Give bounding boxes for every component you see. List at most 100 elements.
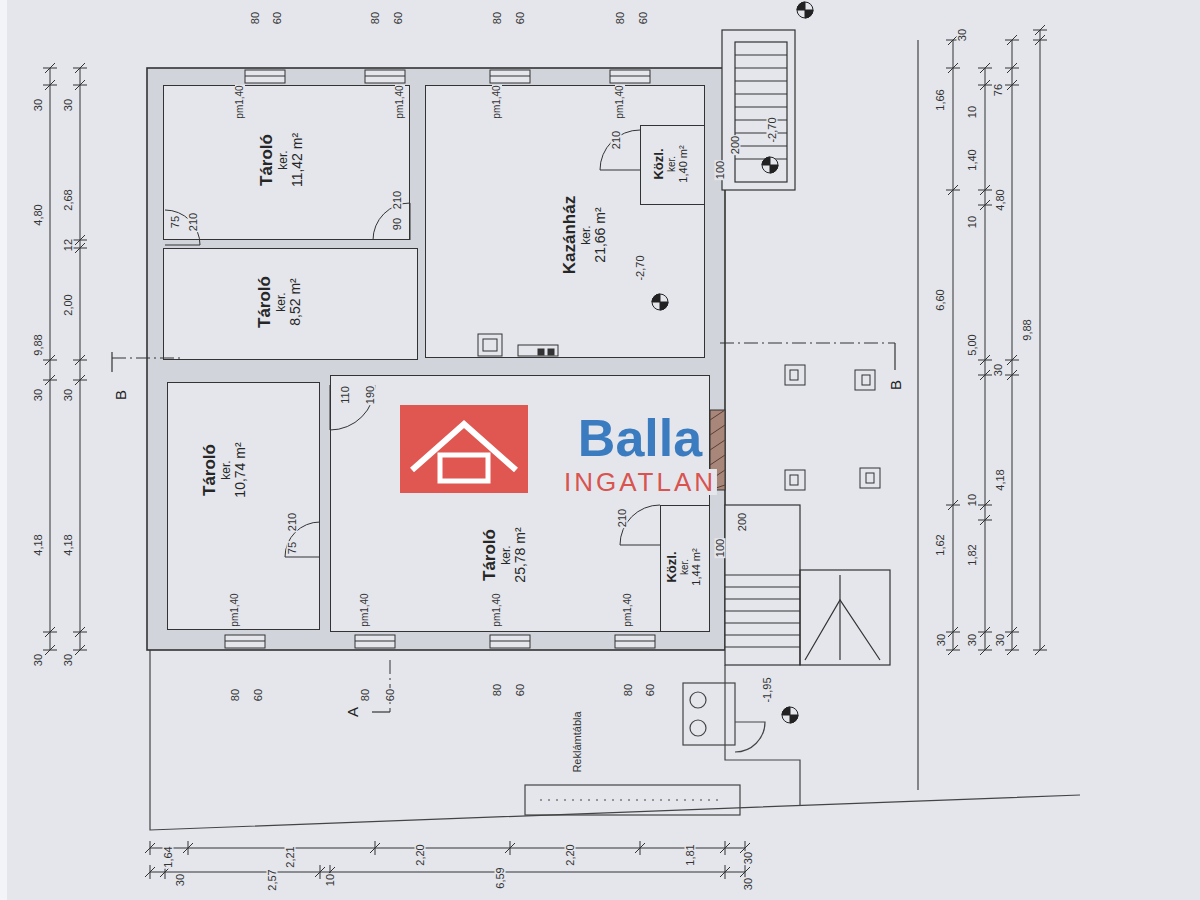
room-area: 25,78 m² xyxy=(513,527,528,582)
windows xyxy=(615,635,655,648)
level-marks xyxy=(762,157,778,173)
section-lines xyxy=(720,343,895,344)
walls xyxy=(710,455,725,465)
level-marks xyxy=(797,2,813,18)
stairs xyxy=(725,505,800,665)
dimension-label: 90 xyxy=(392,217,403,231)
dimension-lines xyxy=(1005,632,1019,633)
level-label: -2,70 xyxy=(635,254,646,281)
dimension-lines xyxy=(320,865,321,879)
exterior-lines xyxy=(150,40,1080,830)
fixtures xyxy=(548,349,554,355)
dimension-lines xyxy=(978,520,992,521)
dimension-lines xyxy=(188,841,189,855)
window-label: pm1,40 xyxy=(615,84,625,119)
exterior-lines xyxy=(917,40,918,790)
level-marks xyxy=(762,157,778,173)
stair-steps xyxy=(725,575,800,576)
room-box: Közl.ker.1,44 m² xyxy=(660,505,710,632)
dimension-label: 10 xyxy=(325,873,336,887)
window-label: pm1,40 xyxy=(395,84,405,119)
dimension-lines xyxy=(978,650,992,651)
dimension-lines xyxy=(375,841,376,855)
stairs xyxy=(839,575,840,660)
windows xyxy=(225,70,655,648)
section-mark: A xyxy=(345,706,360,718)
dimension-label: 1,62 xyxy=(935,533,946,556)
dimension-label: 210 xyxy=(617,508,628,528)
level-label: -1,95 xyxy=(762,676,773,703)
dimension-lines xyxy=(725,841,726,855)
dimension-label: 76 xyxy=(993,83,1004,97)
stair-steps xyxy=(725,635,800,636)
fixtures xyxy=(790,475,798,485)
room-box: Tárolóker.10,74 m² xyxy=(167,382,320,630)
walls xyxy=(330,375,710,632)
room-area: 11,42 m² xyxy=(290,132,305,186)
room-label: Tárolóker.25,78 m² xyxy=(481,527,528,582)
stair-steps xyxy=(735,146,787,147)
dimension-label: 100 xyxy=(715,160,726,180)
window-label: pm1,40 xyxy=(235,84,245,119)
dimension-label: 5,00 xyxy=(967,333,978,356)
fixtures xyxy=(855,370,875,390)
dimension-label: 4,80 xyxy=(995,188,1006,211)
room-name: Közl. xyxy=(652,145,666,182)
dimension-label: 1,81 xyxy=(685,843,696,866)
room-label: Tárolóker.8,52 m² xyxy=(256,276,303,328)
dimension-label: 4,80 xyxy=(33,203,44,226)
stair-steps xyxy=(735,68,787,69)
dimension-lines xyxy=(1005,85,1019,86)
dimension-label: 10 xyxy=(967,105,978,119)
dimension-label: 80 xyxy=(230,688,241,702)
watermark-logo xyxy=(400,405,528,493)
dimension-lines xyxy=(978,190,992,191)
dimension-lines xyxy=(946,632,960,633)
dimension-lines xyxy=(1005,40,1019,41)
walls xyxy=(147,68,725,650)
walls xyxy=(710,410,725,420)
stair-steps xyxy=(725,611,800,612)
room-name: Tároló xyxy=(481,527,500,582)
dimension-label: 30 xyxy=(33,98,44,112)
room-label: Kazánházker.21,66 m² xyxy=(561,195,608,273)
doors xyxy=(330,385,375,430)
walls xyxy=(425,85,705,358)
doors xyxy=(600,130,640,170)
dimension-lines xyxy=(73,650,87,651)
dimension-lines xyxy=(1005,360,1019,361)
dimension-lines xyxy=(1012,40,1013,650)
dimension-label: 200 xyxy=(737,512,748,532)
dimension-lines xyxy=(73,85,87,86)
note-label: Reklámtábla xyxy=(572,710,583,773)
dimension-label: 60 xyxy=(645,683,656,697)
stair-steps xyxy=(735,133,787,134)
dimension-label: 2,68 xyxy=(63,188,74,211)
windows xyxy=(355,641,395,642)
walls xyxy=(710,440,725,450)
walls xyxy=(147,68,725,650)
dimension-lines xyxy=(150,865,151,879)
dimension-label: 10 xyxy=(967,215,978,229)
exterior-lines xyxy=(525,785,740,815)
windows xyxy=(610,70,650,83)
dimension-label: 9,88 xyxy=(33,333,44,356)
room-label: Közl.ker.1,44 m² xyxy=(665,548,702,585)
dimension-lines xyxy=(978,68,992,69)
fixtures xyxy=(538,349,544,355)
windows xyxy=(610,76,650,77)
floor-plan xyxy=(0,0,7,900)
watermark-logo xyxy=(412,424,516,470)
windows xyxy=(245,70,285,83)
room-area: 10,74 m² xyxy=(233,442,248,497)
watermark: Balla xyxy=(577,412,703,464)
dimension-lines xyxy=(150,841,151,855)
fixtures xyxy=(866,473,874,483)
dimension-label: 210 xyxy=(287,512,298,532)
dimension-lines xyxy=(1033,650,1047,651)
stair-steps xyxy=(735,55,787,56)
dimension-label: 60 xyxy=(385,688,396,702)
dimension-label: 12 xyxy=(63,238,74,252)
room-area: 1,44 m² xyxy=(691,548,703,585)
